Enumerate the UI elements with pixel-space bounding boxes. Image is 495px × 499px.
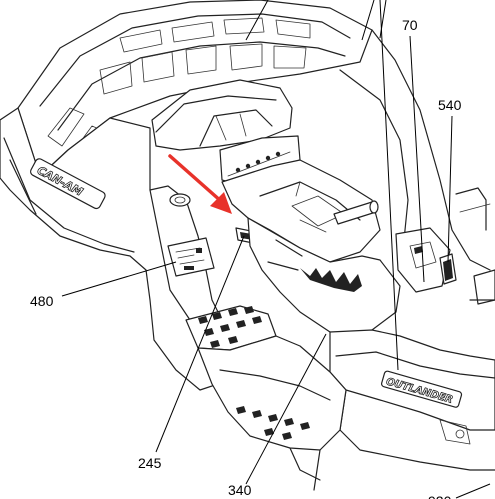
lower-frame [197,335,347,491]
front-rack [17,0,373,177]
callout-920: 920 [428,493,452,499]
warning-label-480 [167,237,215,277]
callout-540: 540 [438,97,462,113]
callout-245: 245 [138,455,162,471]
handlebar-pod [151,79,293,151]
callout-480: 480 [30,293,54,309]
leader-lines [61,0,491,499]
center-console [221,159,381,263]
callout-340: 340 [228,482,252,498]
callout-70: 70 [402,17,418,33]
pointer-arrow [168,154,232,214]
callout-labels: 70 540 480 245 340 920 [30,17,462,499]
seat-and-rear-fender: OUTLANDER [329,329,495,471]
